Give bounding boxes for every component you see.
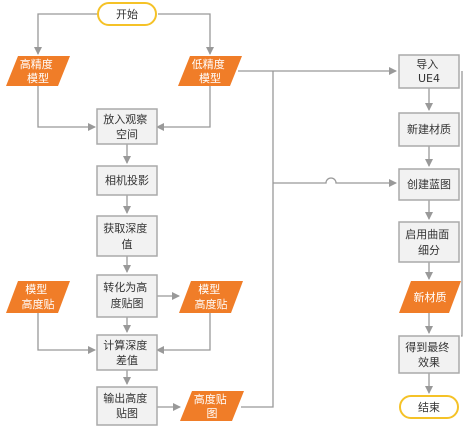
node-new-material-data: 新材质 [399, 281, 461, 313]
connector-trunk-to-blueprint [273, 177, 397, 187]
svg-text:高精度 模型: 高精度 模型 [20, 57, 57, 85]
node-output-heightmap-line1: 输出高度 [103, 391, 147, 405]
node-start-label: 开始 [116, 7, 138, 21]
node-model-height-right: 模型 高度贴 [179, 281, 243, 313]
node-get-depth-line1: 获取深度 [103, 221, 147, 235]
svg-text:计算深度 差值: 计算深度 差值 [103, 338, 151, 367]
node-output-heightmap-line2: 贴图 [116, 406, 138, 420]
node-heightmap-out-line1: 高度贴 [194, 392, 227, 406]
node-import-ue4-line1: 导入 [416, 58, 438, 71]
svg-text:放入观察 空间: 放入观察 空间 [103, 112, 151, 141]
node-model-height-left-line2: 高度贴 [22, 297, 55, 311]
node-end: 结束 [399, 395, 459, 419]
svg-text:模型 高度贴: 模型 高度贴 [22, 282, 55, 311]
node-model-height-left-line1: 模型 [25, 282, 47, 296]
connector-trunk [241, 71, 274, 408]
node-new-material: 新建材质 [398, 112, 460, 147]
node-enable-subdivision-line1: 启用曲面 [405, 228, 449, 241]
svg-text:低精度 模型: 低精度 模型 [192, 57, 229, 85]
node-get-depth-line2: 值 [122, 238, 133, 251]
node-convert-heightmap: 转化为高 度贴图 [96, 274, 158, 318]
node-calc-depth-diff-line2: 差值 [116, 353, 138, 367]
node-import-ue4-line2: UE4 [418, 72, 440, 85]
node-low-model: 低精度 模型 [178, 56, 242, 86]
svg-text:获取深度 值: 获取深度 值 [103, 221, 151, 251]
connector-start-to-high [34, 13, 98, 55]
node-create-blueprint: 创建蓝图 [398, 168, 460, 201]
node-new-material-label: 新建材质 [407, 122, 451, 136]
svg-text:转化为高 度贴图: 转化为高 度贴图 [103, 280, 151, 310]
node-observe-space: 放入观察 空间 [96, 108, 158, 145]
node-model-height-right-line2: 高度贴 [195, 297, 228, 311]
svg-text:启用曲面 细分: 启用曲面 细分 [405, 228, 453, 257]
node-camera-projection-label: 相机投影 [105, 173, 149, 187]
node-high-model-line1: 高精度 [20, 57, 53, 71]
node-high-model: 高精度 模型 [6, 56, 70, 86]
node-model-height-right-line1: 模型 [198, 282, 220, 296]
svg-text:输出高度 贴图: 输出高度 贴图 [103, 391, 151, 420]
node-start: 开始 [97, 2, 157, 26]
node-heightmap-out-line2: 图 [207, 407, 218, 420]
connector-low-to-observe [156, 86, 211, 131]
node-end-label: 结束 [418, 401, 440, 414]
svg-text:模型 高度贴: 模型 高度贴 [195, 282, 228, 311]
node-heightmap-out: 高度贴 图 [180, 391, 244, 421]
node-get-depth: 获取深度 值 [96, 215, 158, 257]
node-calc-depth-diff-line1: 计算深度 [103, 338, 147, 352]
node-convert-heightmap-line2: 度贴图 [111, 296, 144, 310]
connector-left-model-to-diff [37, 313, 96, 354]
node-enable-subdivision-line2: 细分 [418, 244, 440, 257]
node-final-effect-line1: 得到最终 [405, 340, 449, 354]
node-final-effect: 得到最终 效果 [398, 335, 460, 374]
node-observe-space-line1: 放入观察 [103, 112, 147, 126]
node-low-model-line2: 模型 [199, 71, 221, 85]
svg-text:高度贴 图: 高度贴 图 [194, 392, 231, 420]
node-output-heightmap: 输出高度 贴图 [96, 386, 158, 426]
node-observe-space-line2: 空间 [116, 127, 138, 141]
node-calc-depth-diff: 计算深度 差值 [96, 334, 158, 371]
node-enable-subdivision: 启用曲面 细分 [398, 221, 460, 263]
node-import-ue4: 导入 UE4 [398, 54, 460, 89]
node-model-height-left: 模型 高度贴 [6, 281, 70, 313]
connector-start-to-low [158, 13, 214, 55]
connectors [34, 13, 463, 411]
svg-text:导入 UE4: 导入 UE4 [416, 58, 442, 85]
node-low-model-line1: 低精度 [192, 57, 225, 71]
node-create-blueprint-label: 创建蓝图 [407, 177, 451, 191]
node-camera-projection: 相机投影 [96, 165, 158, 196]
node-convert-heightmap-line1: 转化为高 [103, 280, 147, 294]
svg-text:得到最终 效果: 得到最终 效果 [405, 340, 453, 369]
connector-high-to-observe [37, 86, 96, 131]
node-final-effect-line2: 效果 [418, 355, 440, 369]
connector-bypass-right [461, 71, 463, 337]
node-new-material-data-label: 新材质 [414, 290, 447, 304]
node-high-model-line2: 模型 [27, 71, 49, 85]
connector-right-model-to-diff [156, 313, 211, 354]
